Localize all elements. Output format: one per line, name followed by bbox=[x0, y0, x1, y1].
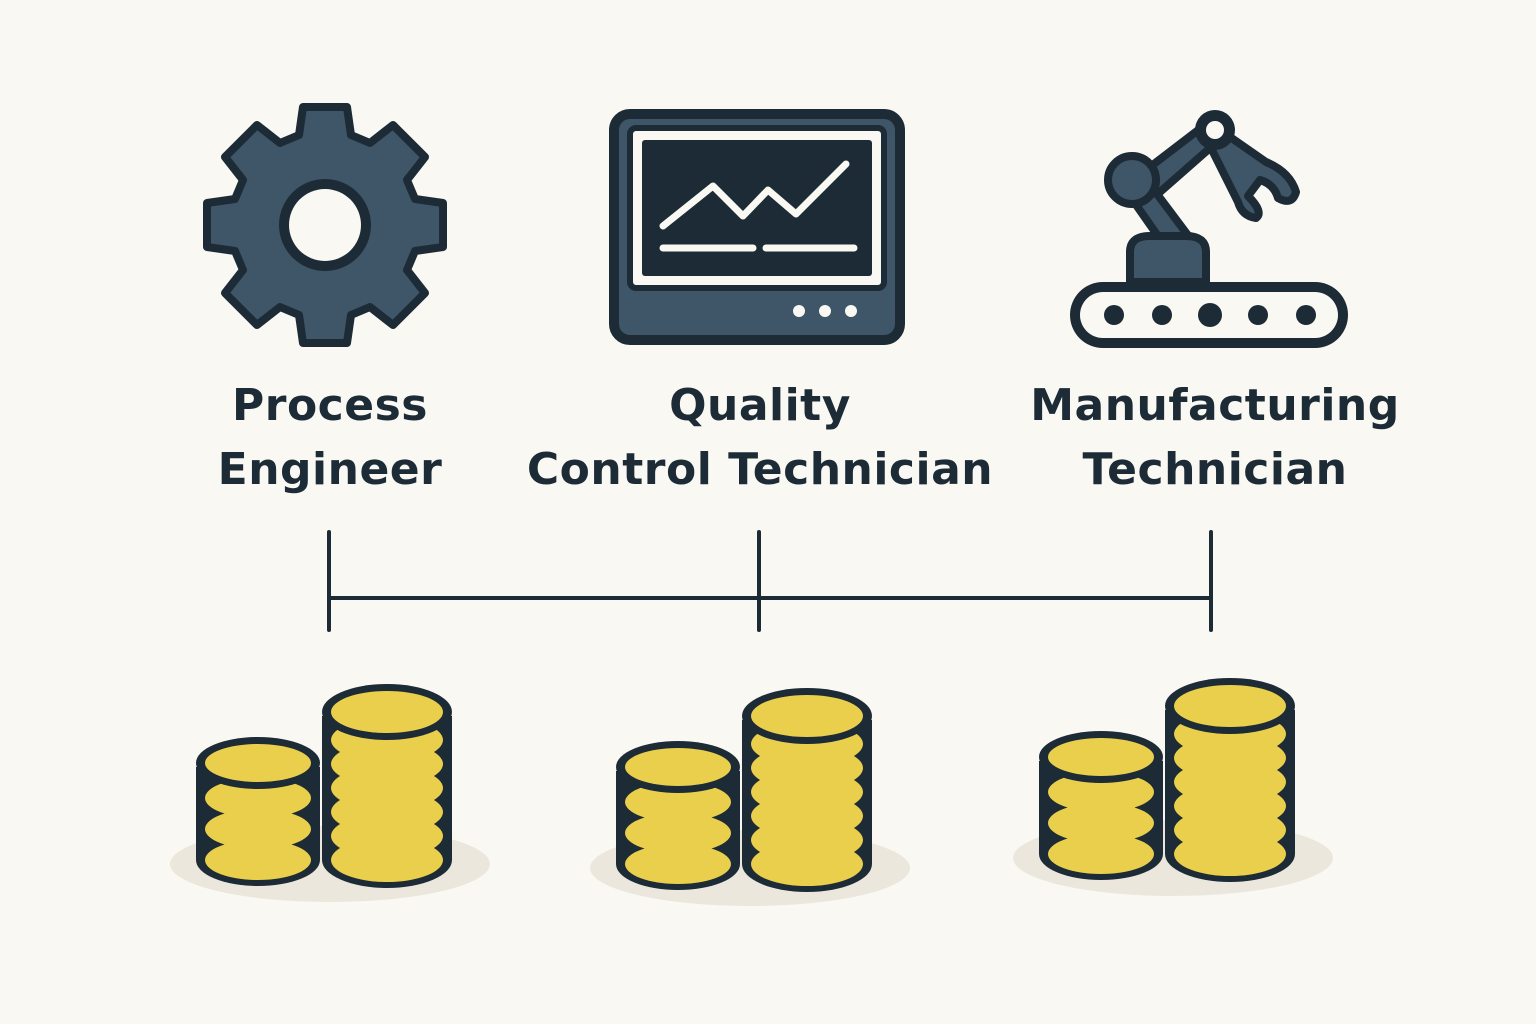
comparison-connector-line bbox=[327, 530, 1213, 632]
role-title-line2: Technician bbox=[1082, 444, 1348, 495]
coin-top bbox=[751, 695, 863, 737]
tall-coin-stack bbox=[1165, 678, 1295, 882]
coin-top bbox=[1048, 738, 1154, 776]
coin-stacks-icon bbox=[170, 684, 490, 902]
coin bbox=[625, 813, 731, 853]
coin bbox=[1048, 834, 1154, 874]
role-title-line2: Engineer bbox=[217, 444, 443, 495]
robotic-arm-icon bbox=[1070, 110, 1348, 348]
coin bbox=[1048, 772, 1154, 812]
monitor-chart-icon bbox=[609, 109, 905, 345]
coin bbox=[625, 844, 731, 884]
gear-icon bbox=[203, 103, 447, 347]
coin bbox=[1048, 803, 1154, 843]
role-title-line2: Control Technician bbox=[526, 444, 994, 495]
short-coin-stack bbox=[1039, 731, 1163, 880]
coin-top bbox=[331, 691, 443, 733]
coin-top bbox=[625, 748, 731, 786]
short-coin-stack bbox=[196, 737, 320, 886]
coin bbox=[205, 809, 311, 849]
role-title-quality-control-technician: Quality Control Technician bbox=[520, 374, 1000, 502]
role-title-line1: Process bbox=[232, 380, 428, 431]
coin bbox=[625, 782, 731, 822]
short-coin-stack bbox=[616, 741, 740, 890]
role-title-manufacturing-technician: Manufacturing Technician bbox=[1010, 374, 1420, 502]
coin bbox=[205, 840, 311, 880]
tall-coin-stack bbox=[742, 688, 872, 892]
coin-top bbox=[205, 744, 311, 782]
coin-stacks-icon bbox=[590, 688, 910, 906]
coin-stacks-icon bbox=[1013, 678, 1333, 896]
tall-coin-stack bbox=[322, 684, 452, 888]
coin-top bbox=[1174, 685, 1286, 727]
coin bbox=[205, 778, 311, 818]
role-title-line1: Manufacturing bbox=[1030, 380, 1400, 431]
role-title-line1: Quality bbox=[669, 380, 851, 431]
role-title-process-engineer: Process Engineer bbox=[170, 374, 490, 502]
